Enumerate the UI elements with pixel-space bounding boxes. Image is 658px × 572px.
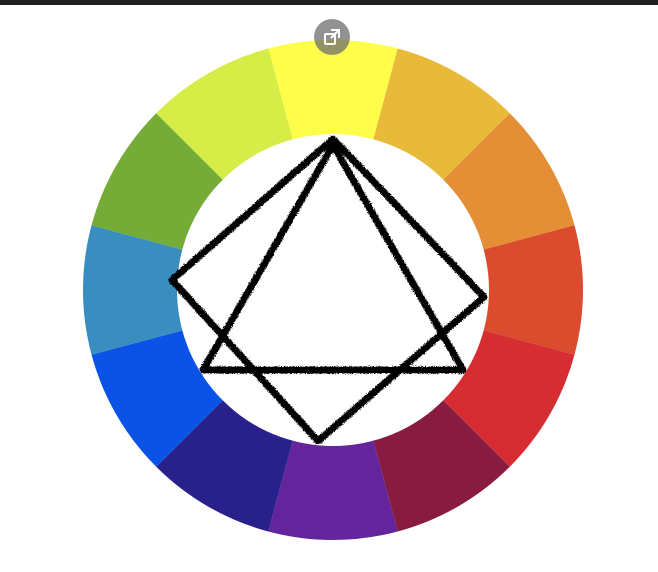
triangle-shape xyxy=(199,141,467,374)
open-external-button[interactable] xyxy=(314,19,350,55)
wheel-segment-red-violet xyxy=(371,396,510,532)
sketched-shapes xyxy=(168,135,488,445)
wheel-segment-blue xyxy=(91,328,227,467)
wheel-segment-violet xyxy=(268,434,398,540)
wheel-segment-blue-violet xyxy=(156,396,295,532)
wheel-segment-red-orange xyxy=(477,225,583,355)
wheel-center xyxy=(177,134,489,446)
square-shape xyxy=(168,135,488,445)
wheel-segment-green xyxy=(91,113,227,252)
wheel-segment-orange xyxy=(439,113,575,252)
wheel-segments xyxy=(83,39,583,540)
wheel-segment-yellow-green xyxy=(156,48,295,184)
wheel-segment-blue-green xyxy=(83,225,189,355)
wheel-segment-yellow xyxy=(268,39,398,146)
open-external-icon xyxy=(324,29,340,45)
wheel-segment-yellow-orange xyxy=(371,48,510,184)
wheel-segment-red xyxy=(439,328,575,467)
top-bar xyxy=(0,0,658,5)
